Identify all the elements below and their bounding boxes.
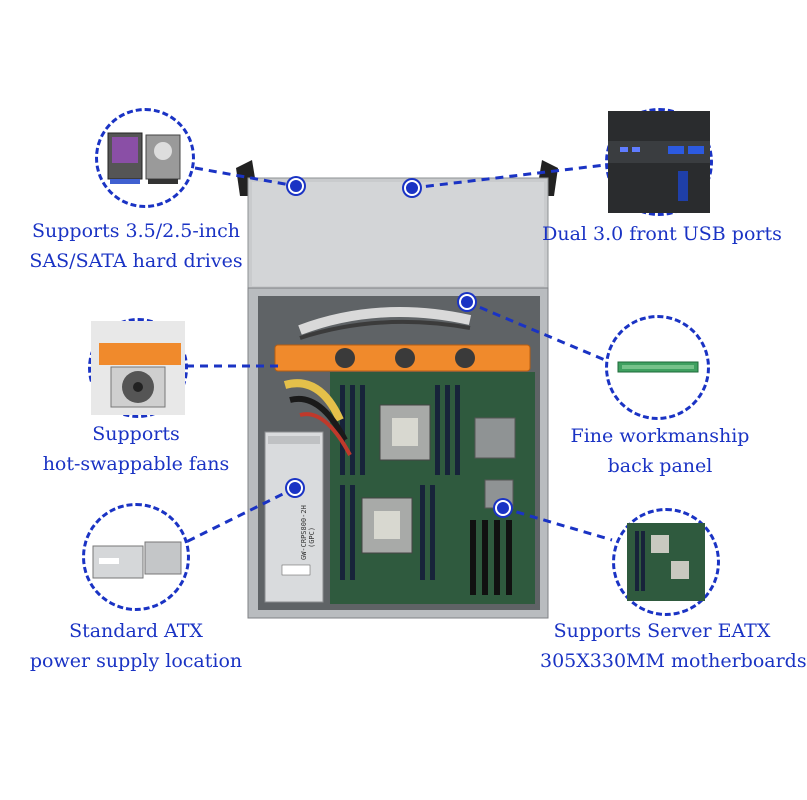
leader-hard-drives <box>194 166 297 188</box>
caption-fans: Supports hot-swappable fans <box>18 419 254 479</box>
marker-usb[interactable] <box>404 180 420 196</box>
caption-psu: Standard ATX power supply location <box>16 616 256 676</box>
power-supply-icon <box>92 541 182 579</box>
callout-usb <box>605 108 713 216</box>
leader-back-panel <box>466 300 606 362</box>
leader-psu <box>179 486 296 547</box>
caption-motherboard-line1: Supports Server EATX <box>553 620 771 642</box>
caption-usb: Dual 3.0 front USB ports <box>540 219 784 249</box>
marker-motherboard[interactable] <box>495 500 511 516</box>
marker-hard-drives[interactable] <box>288 178 304 194</box>
fan-icon <box>91 321 185 415</box>
callout-fans <box>88 318 188 418</box>
back-panel-icon <box>617 361 699 373</box>
motherboard-icon <box>627 523 705 601</box>
psu-model-sublabel: (GPC) <box>308 527 316 548</box>
caption-back-panel-line1: Fine workmanship <box>570 425 750 447</box>
caption-psu-line1: Standard ATX <box>69 620 203 642</box>
caption-psu-line2: power supply location <box>29 650 243 672</box>
caption-motherboard-line2: 305X330MM motherboards <box>540 650 807 672</box>
caption-fans-line1: Supports <box>92 423 180 445</box>
caption-usb-line1: Dual 3.0 front USB ports <box>542 223 782 245</box>
callout-psu <box>82 503 190 611</box>
caption-back-panel: Fine workmanship back panel <box>540 421 780 481</box>
leader-usb <box>411 163 606 190</box>
psu-model-label: GW-CRPS800-2H <box>300 505 308 560</box>
caption-hard-drives-line1: Supports 3.5/2.5-inch <box>32 220 240 242</box>
usb-port-icon <box>608 111 710 213</box>
caption-fans-line2: hot-swappable fans <box>42 453 230 475</box>
hard-drive-icon <box>107 132 181 184</box>
leader-motherboard <box>502 506 613 542</box>
marker-psu[interactable] <box>287 480 303 496</box>
caption-back-panel-line2: back panel <box>607 455 713 477</box>
callout-motherboard <box>612 508 720 616</box>
caption-hard-drives: Supports 3.5/2.5-inch SAS/SATA hard driv… <box>18 216 254 276</box>
callout-hard-drives <box>95 108 195 208</box>
marker-back-panel[interactable] <box>459 294 475 310</box>
caption-hard-drives-line2: SAS/SATA hard drives <box>29 250 243 272</box>
callout-back-panel <box>605 315 710 420</box>
cable-bundle <box>298 307 472 335</box>
caption-motherboard: Supports Server EATX 305X330MM motherboa… <box>540 616 807 676</box>
